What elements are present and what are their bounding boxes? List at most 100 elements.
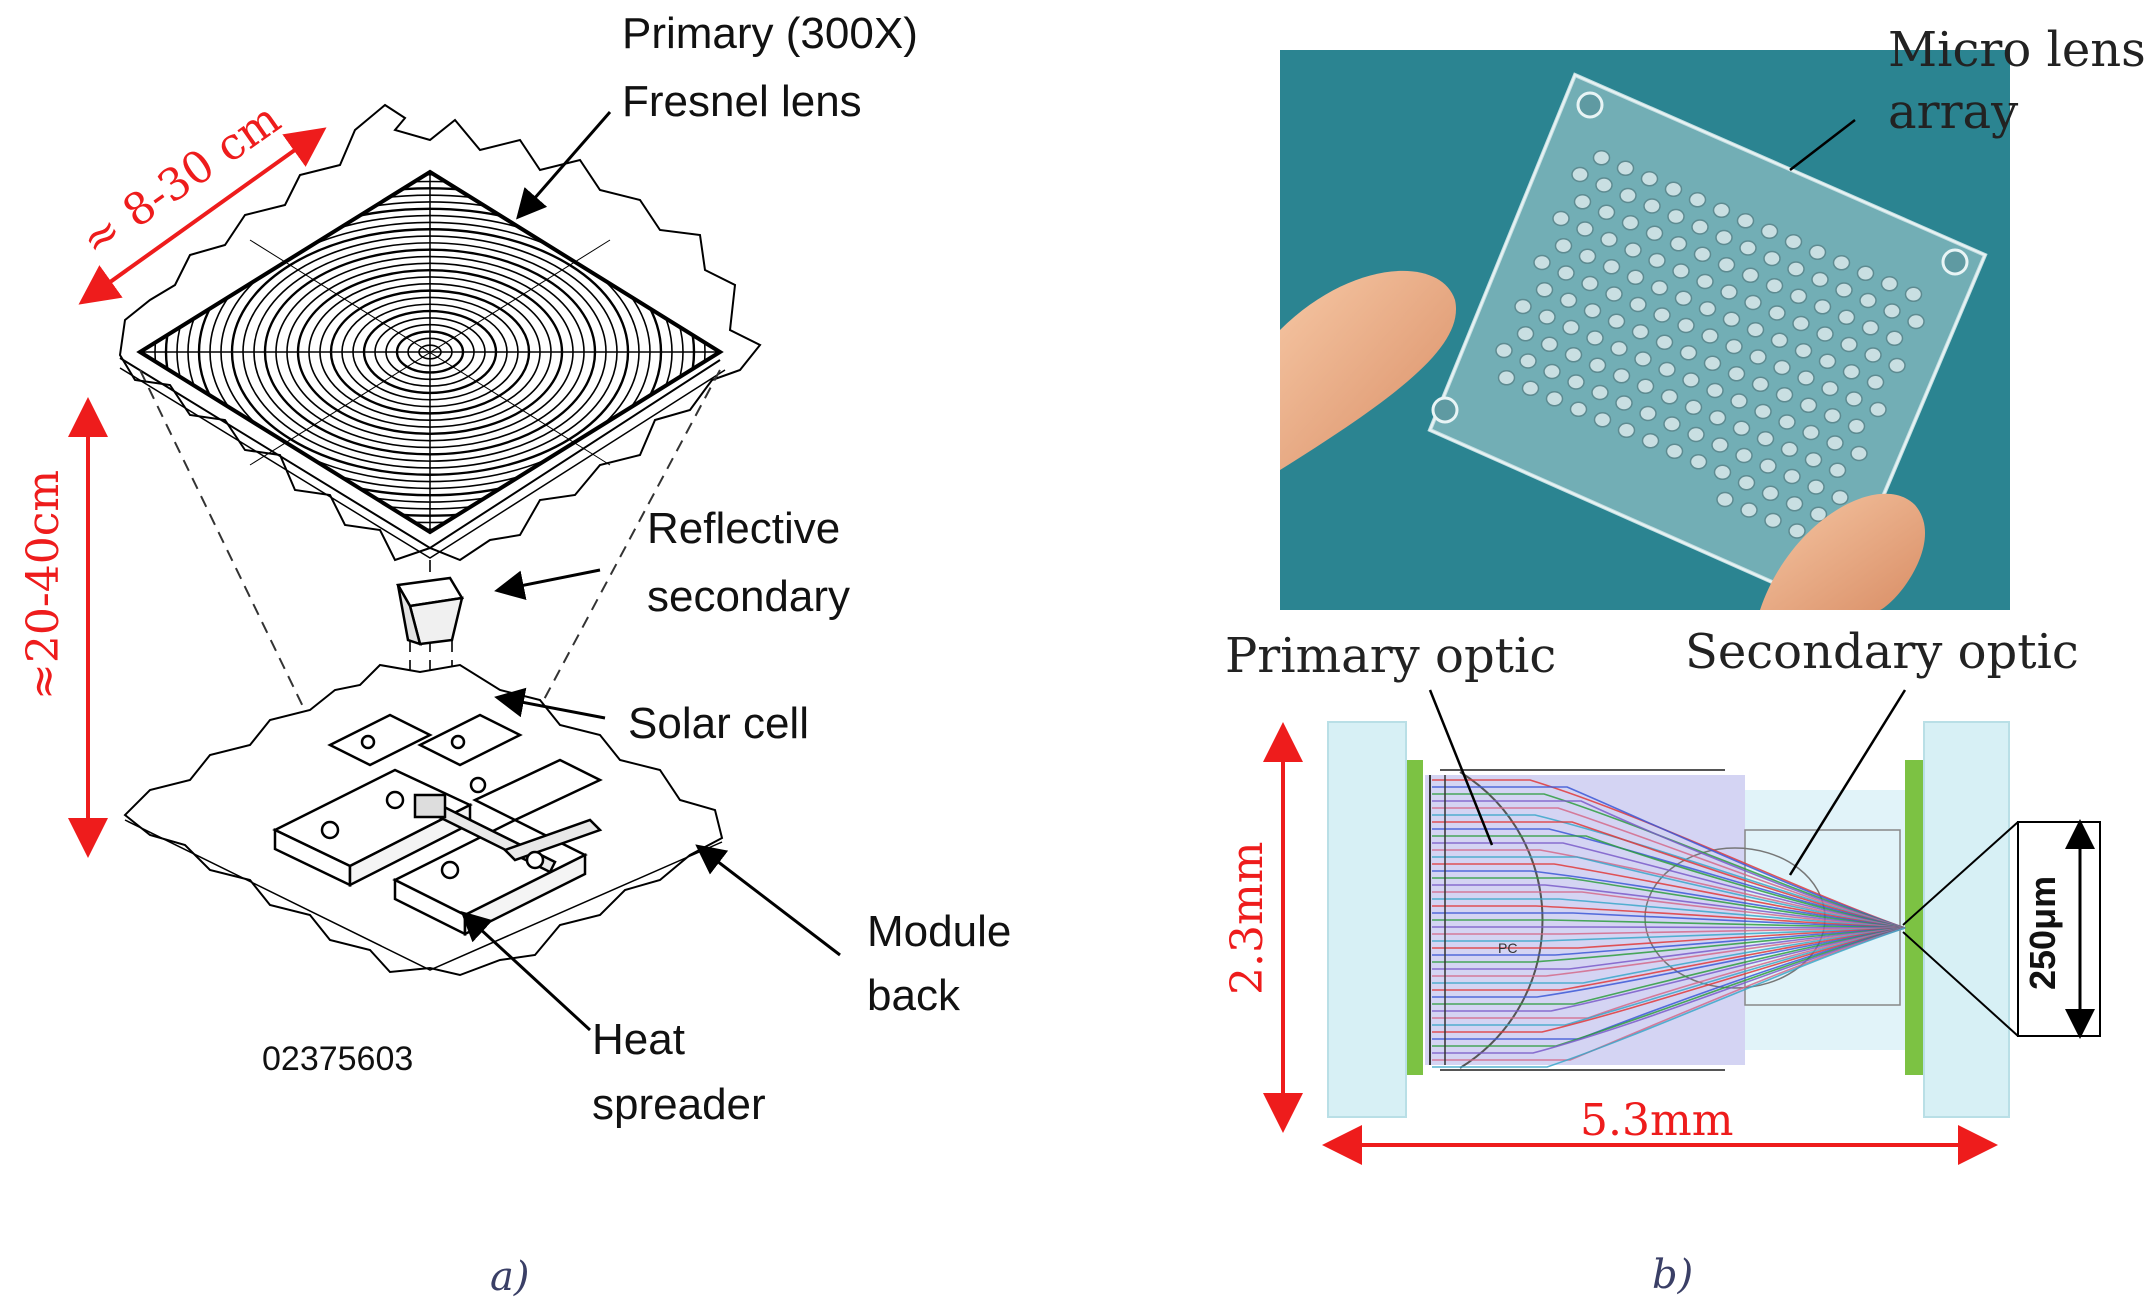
lenslet: [1562, 319, 1580, 336]
lenslet: [1783, 468, 1801, 485]
lenslet: [1663, 416, 1681, 432]
lenslet: [1540, 336, 1559, 353]
lenslet: [1778, 414, 1796, 430]
lenslet: [1904, 286, 1923, 303]
lenslet: [1664, 181, 1683, 198]
lenslet: [1610, 340, 1628, 357]
lenslet: [1564, 347, 1583, 363]
lenslet: [1837, 309, 1856, 326]
lenslet: [1768, 305, 1786, 321]
lenslet: [1583, 303, 1602, 319]
lenslet: [1588, 357, 1607, 374]
lenslet: [1828, 462, 1847, 479]
lenslet: [1660, 389, 1679, 405]
lenslet: [1677, 317, 1695, 334]
heat-spreader-assembly: [272, 713, 603, 937]
ray: [1432, 927, 1906, 942]
lenslet: [1789, 288, 1808, 305]
ray: [1432, 927, 1906, 998]
lenslet: [1533, 254, 1551, 271]
lenslet: [1519, 353, 1537, 369]
lenslet: [1809, 506, 1828, 523]
panel-b-micro-lens-photo: [1280, 50, 2010, 610]
lenslet: [1653, 307, 1671, 323]
lenslet: [1756, 431, 1775, 447]
lenslet: [1850, 445, 1868, 462]
lenslet: [1682, 372, 1700, 388]
lenslet: [1573, 194, 1592, 210]
lenslet: [1880, 276, 1899, 292]
width-dimension-arrow: [78, 127, 327, 305]
lenslet: [1859, 292, 1877, 309]
left-substrate: [1407, 760, 1423, 1075]
lenslet: [1516, 326, 1535, 342]
label-secondary-line2: secondary: [647, 572, 850, 621]
lenslet: [1741, 267, 1760, 284]
lenslet: [1624, 242, 1642, 258]
lenslet: [1794, 343, 1813, 359]
lenslet: [1514, 298, 1532, 315]
lenslet: [1816, 326, 1834, 342]
lenslet: [1684, 399, 1703, 416]
lenslet: [1559, 292, 1578, 309]
label-micro-line2: array: [1888, 84, 2018, 140]
lenslet: [1617, 422, 1636, 439]
lenslet: [1626, 269, 1645, 286]
lenslet: [1669, 236, 1688, 252]
lenslet: [1763, 250, 1781, 267]
label-primary-line2: Fresnel lens: [622, 77, 862, 126]
lenslet: [1826, 435, 1844, 451]
lenslet: [1591, 384, 1609, 401]
lenslet: [1687, 426, 1705, 443]
label-micro-line1: Micro lens: [1888, 22, 2146, 78]
lenslet: [1711, 437, 1729, 453]
lenslet: [1735, 447, 1753, 464]
lenslet: [1578, 248, 1597, 265]
label-pc-mark: PC: [1498, 940, 1517, 956]
lenslet: [1696, 273, 1714, 290]
right-finger: [1760, 493, 1926, 610]
ray: [1432, 927, 1906, 977]
lenslet-grid: [1495, 150, 1925, 550]
lenslet: [1521, 380, 1540, 397]
lenslet: [1727, 366, 1746, 382]
lenslet: [1693, 246, 1712, 263]
lenslet: [1831, 489, 1849, 506]
ray: [1432, 927, 1906, 1026]
ray: [1432, 898, 1906, 929]
lenslet: [1787, 261, 1805, 277]
lenslet: [1543, 363, 1561, 380]
ray: [1432, 927, 1906, 949]
lenslet: [1845, 391, 1863, 407]
lenslet: [1888, 357, 1906, 374]
ray: [1432, 927, 1906, 1068]
reflective-secondary-prism: [395, 576, 465, 646]
right-substrate: [1905, 760, 1923, 1075]
label-heat-line1: Heat: [592, 1015, 685, 1064]
lenslet: [1823, 408, 1842, 424]
lenslet: [1864, 347, 1882, 363]
lenslet: [1629, 296, 1647, 313]
lenslet: [1552, 210, 1570, 227]
label-raytrace-width: 5.3mm: [1580, 1095, 1733, 1146]
ray: [1432, 919, 1906, 929]
lenslet: [1785, 496, 1804, 512]
panel-a-fresnel-module: Primary (300X) Fresnel lens ≈ 8-30 cm ≈2…: [18, 9, 1011, 1300]
lenslet: [1732, 420, 1751, 437]
lenslet: [1602, 259, 1621, 275]
lenslet: [1592, 150, 1611, 166]
lenslet: [1720, 284, 1738, 300]
lenslet: [1641, 433, 1660, 449]
caption-a: a): [490, 1254, 529, 1300]
label-primary-optic: Primary optic: [1225, 628, 1556, 684]
lenslet: [1780, 441, 1799, 458]
lenslet: [1861, 320, 1880, 336]
lenslet: [1813, 299, 1832, 315]
label-height-dimension: ≈20-40cm: [18, 470, 69, 700]
lenslet: [1761, 485, 1780, 502]
ray: [1432, 884, 1906, 929]
panel-b-raytrace: PC: [1327, 721, 2010, 1118]
label-secondary-optic: Secondary optic: [1685, 624, 2079, 680]
lenslet: [1740, 502, 1758, 518]
label-primary-line1: Primary (300X): [622, 9, 918, 58]
